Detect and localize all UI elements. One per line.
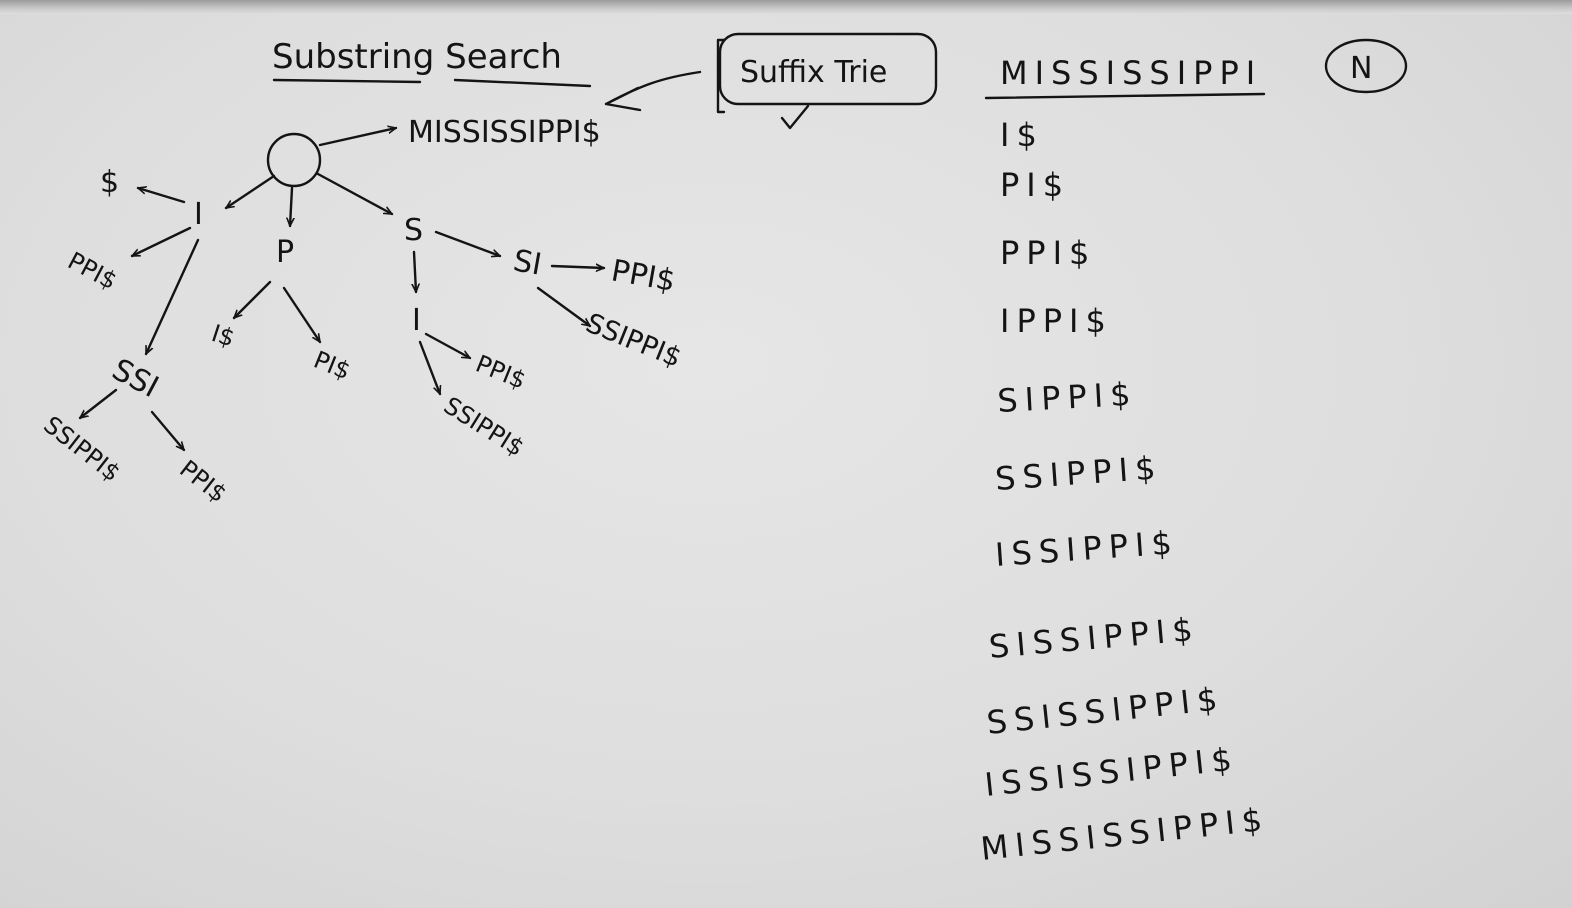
edge-p-to-pi bbox=[282, 286, 322, 342]
node-s: S bbox=[404, 213, 423, 248]
leaf-si-ssippi: SSIPPI$ bbox=[581, 308, 685, 374]
edge-root-to-s bbox=[316, 172, 392, 216]
edge-i-to-dollar bbox=[138, 188, 186, 204]
edge-i-to-ppi bbox=[132, 226, 192, 258]
node-i: I bbox=[194, 197, 203, 232]
node-mississippi: MISSISSIPPI$ bbox=[408, 115, 601, 150]
node-ssi: SSI bbox=[106, 352, 164, 405]
suffix-item: SISSIPPI$ bbox=[987, 610, 1201, 666]
whiteboard-frame-edge bbox=[0, 0, 1572, 14]
node-si: SI bbox=[511, 243, 545, 282]
leaf-si-ppi: PPI$ bbox=[609, 253, 678, 299]
suffix-list: I$ PI$ PPI$ IPPI$ SIPPI$ SSIPPI$ ISSIPPI… bbox=[979, 116, 1271, 868]
edge-s-to-i bbox=[414, 250, 416, 294]
node-p: P bbox=[276, 235, 294, 270]
edge-si-to-ssippi bbox=[536, 286, 590, 328]
edge-ssi-to-ssippi bbox=[80, 388, 118, 418]
node-dollar: $ bbox=[100, 165, 119, 200]
word-underline bbox=[984, 92, 1266, 100]
suffix-item: SSISSIPPI$ bbox=[985, 679, 1226, 742]
leaf-ssi-ppi: PPI$ bbox=[174, 455, 232, 509]
check-mark bbox=[780, 104, 810, 130]
leaf-i-ppi: PPI$ bbox=[63, 247, 121, 296]
box-bracket bbox=[716, 38, 726, 114]
title-pointer-arrow bbox=[604, 70, 702, 112]
leaf-p-i: I$ bbox=[208, 319, 238, 353]
suffix-item: ISSISSIPPI$ bbox=[983, 740, 1241, 804]
edge-si-to-ppi bbox=[550, 266, 606, 268]
edge-p-to-i bbox=[234, 280, 272, 318]
suffix-item: SIPPI$ bbox=[996, 375, 1138, 420]
edge-root-to-i bbox=[226, 174, 276, 210]
edge-si2-to-ppi bbox=[424, 332, 470, 360]
leaf-ssi-ssippi: SSIPPI$ bbox=[38, 411, 125, 488]
edge-root-to-mississippi bbox=[318, 128, 396, 147]
edge-root-to-p bbox=[290, 186, 292, 228]
suffix-item: IPPI$ bbox=[1000, 302, 1113, 340]
leaf-si2-ppi: PPI$ bbox=[472, 350, 530, 395]
leaf-si2-ssippi: SSIPPI$ bbox=[439, 391, 529, 462]
edge-s-to-si bbox=[434, 230, 500, 256]
suffix-item: MISSISSIPPI$ bbox=[979, 800, 1271, 868]
suffix-trie-label: Suffix Trie bbox=[740, 55, 887, 90]
trie-root-node bbox=[266, 132, 322, 188]
edge-si2-to-ssippi bbox=[418, 340, 440, 394]
title-underline bbox=[272, 78, 592, 88]
edge-ssi-to-ppi bbox=[150, 410, 184, 450]
suffix-trie-box bbox=[718, 32, 938, 106]
node-i-under-s: I bbox=[412, 303, 421, 338]
leaf-p-pi: PI$ bbox=[310, 346, 355, 386]
suffix-item: PI$ bbox=[1000, 166, 1070, 204]
edge-i-to-ssi bbox=[144, 238, 200, 354]
circled-note-text: N bbox=[1350, 51, 1372, 86]
suffix-item: SSIPPI$ bbox=[994, 448, 1164, 498]
circled-note bbox=[1324, 38, 1408, 94]
suffix-item: I$ bbox=[1000, 116, 1044, 154]
page-title: Substring Search bbox=[272, 37, 562, 77]
word-heading: MISSISSIPPI bbox=[1000, 54, 1262, 92]
suffix-item: ISSIPPI$ bbox=[994, 523, 1180, 574]
suffix-item: PPI$ bbox=[1000, 234, 1096, 272]
